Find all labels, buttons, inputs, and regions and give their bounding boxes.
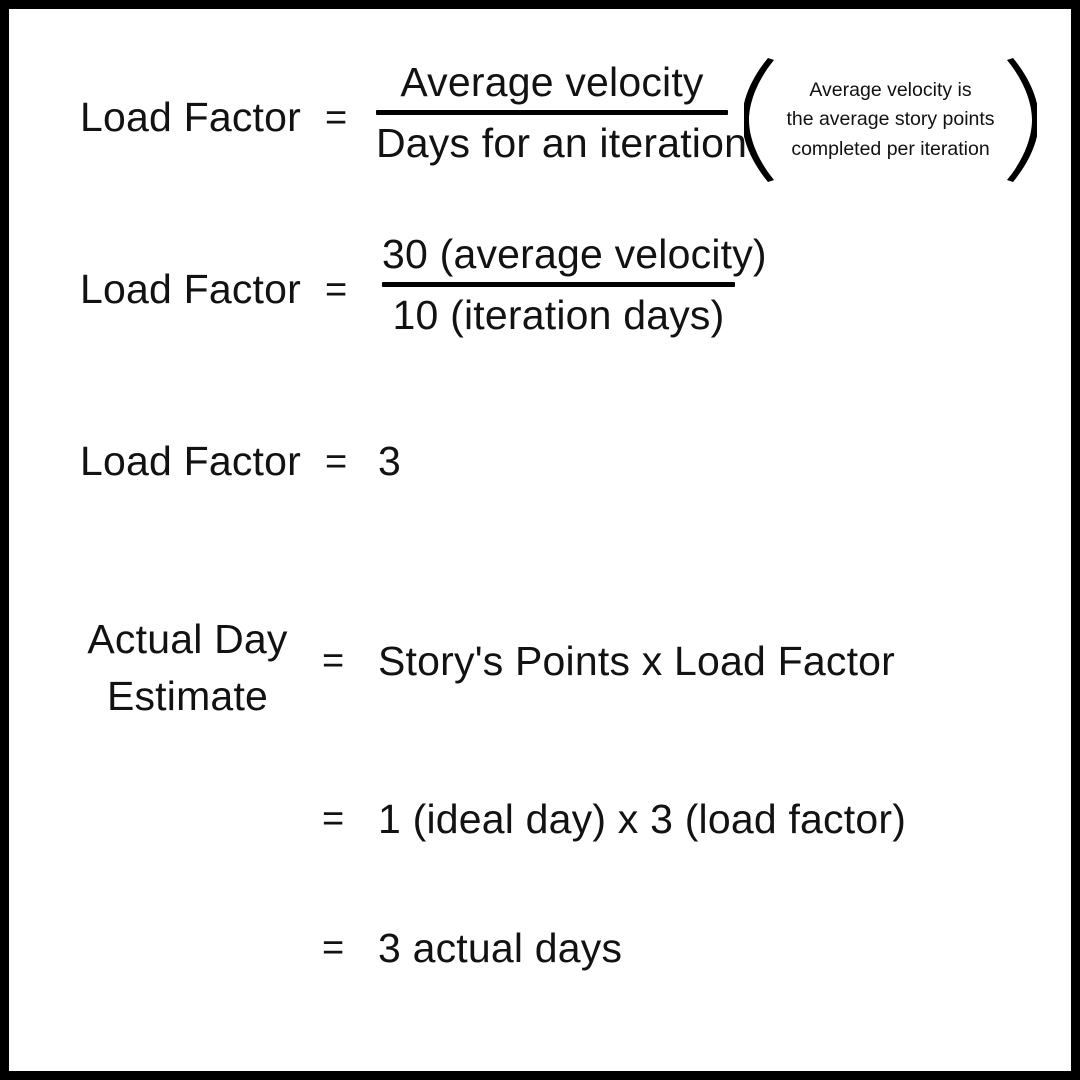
equation-4-result: Story's Points x Load Factor [378,638,896,684]
equation-2-numerator: 30 (average velocity) [382,231,767,277]
equation-4-left-term: Actual Day Estimate [80,611,295,724]
average-velocity-note: Average velocity is the average story po… [744,56,1037,184]
equation-1-fraction: Average velocity Days for an iteration [376,57,748,168]
note-line-2: the average story points [786,108,995,131]
note-line-3: completed per iteration [791,137,990,160]
equation-5-result: 1 (ideal day) x 3 (load factor) [378,796,907,842]
equation-1-denominator: Days for an iteration [376,120,748,167]
note-open-paren-icon [744,58,778,182]
equation-2-fraction: 30 (average velocity) 10 (iteration days… [382,229,767,340]
equation-5-equals-sign: = [322,798,345,840]
equation-4-left-term-line-1: Actual Day [87,616,288,662]
equation-1-fraction-bar [376,110,728,116]
note-line-1: Average velocity is [809,78,972,101]
equation-2-left-term: Load Factor [80,266,301,312]
note-text: Average velocity is the average story po… [778,76,1002,165]
equation-3-equals-sign: = [325,441,348,483]
equation-3-left-term: Load Factor [80,438,301,484]
equation-6-result: 3 actual days [378,925,623,971]
note-close-paren-icon [1003,58,1037,182]
equation-1-numerator: Average velocity [400,59,704,105]
equation-2-equals-sign: = [325,269,348,311]
equation-3-result: 3 [378,438,402,484]
formula-canvas: Load Factor = Average velocity Days for … [9,9,1071,1071]
equation-4-left-term-line-2: Estimate [106,672,269,719]
equation-2-denominator: 10 (iteration days) [392,292,725,339]
equation-4-equals-sign: = [322,640,345,682]
equation-6-equals-sign: = [322,927,345,969]
equation-1-left-term: Load Factor [80,94,301,140]
equation-1-equals-sign: = [325,97,348,139]
equation-2-fraction-bar [382,282,735,288]
